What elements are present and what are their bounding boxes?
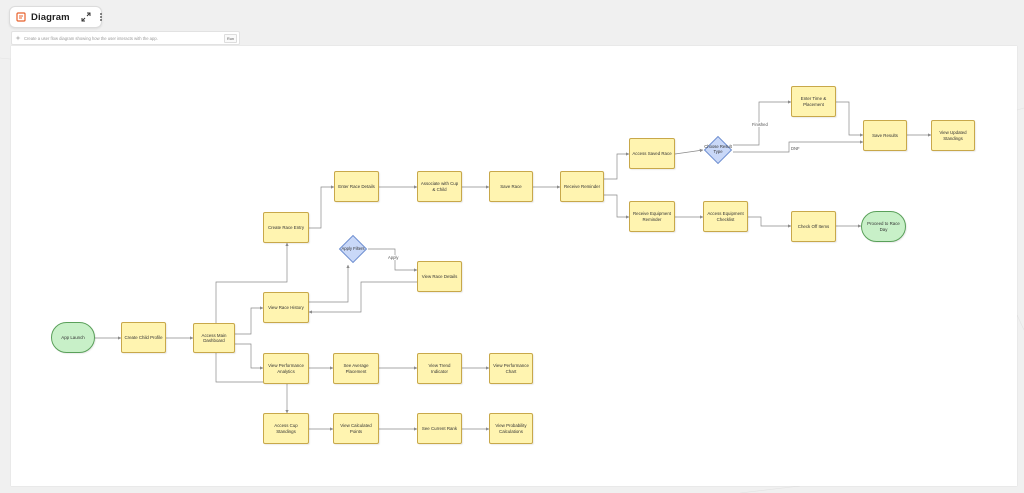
node-save-race[interactable]: Save Race [489,171,533,202]
prompt-input[interactable] [21,33,224,43]
node-see-average-placement[interactable]: See Average Placement [333,353,379,384]
node-app-launch[interactable]: App Launch [51,322,95,353]
node-receive-equipment-reminder[interactable]: Receive Equipment Reminder [629,201,675,232]
sparkle-icon [15,35,21,41]
edge [215,353,289,414]
decision-label: Choose Result Type [704,144,732,154]
diagram-title: Diagram [31,11,70,23]
edge [604,152,630,180]
edge [215,242,289,323]
node-create-race-entry[interactable]: Create Race Entry [263,212,309,243]
edge-label-dnf: DNF [790,146,801,151]
diagram-edges [95,100,932,431]
node-enter-race-details[interactable]: Enter Race Details [334,171,379,202]
edge [235,306,264,335]
expand-icon[interactable] [81,10,91,24]
node-view-race-details[interactable]: View Race Details [417,261,462,292]
edge [309,264,350,303]
diagram-canvas[interactable]: Finished DNF Apply App Launch Proceed to… [11,46,1017,486]
node-access-equipment-checklist[interactable]: Access Equipment Checklist [703,201,748,232]
node-check-off-items[interactable]: Check Off Items [791,211,836,242]
node-receive-reminder[interactable]: Receive Reminder [560,171,604,202]
edge-label-apply: Apply [387,255,400,260]
prompt-bar: Run [11,31,240,45]
node-view-race-history[interactable]: View Race History [263,292,309,323]
node-see-current-rank[interactable]: See Current Rank [417,413,462,444]
node-view-calculated-points[interactable]: View Calculated Points [333,413,379,444]
node-access-main-dashboard[interactable]: Access Main Dashboard [193,323,235,353]
node-save-results[interactable]: Save Results [863,120,907,151]
edge [674,148,704,155]
node-enter-time-placement[interactable]: Enter Time & Placement [791,86,836,117]
edge [748,216,792,228]
run-button[interactable]: Run [224,34,237,43]
diagram-toolbar: Diagram [9,6,102,28]
node-create-child-profile[interactable]: Create Child Profile [121,322,166,353]
edge [604,194,630,219]
edge-label-finished: Finished [751,122,769,127]
edge [235,343,264,370]
edge [308,281,417,314]
node-view-probability-calculations[interactable]: View Probability Calculations [489,413,533,444]
node-view-updated-standings[interactable]: View Updated Standings [931,120,975,151]
node-access-cup-standings[interactable]: Access Cup Standings [263,413,309,444]
node-proceed-to-race-day[interactable]: Proceed to Race Day [861,211,906,242]
node-view-trend-indicator[interactable]: View Trend Indicator [417,353,462,384]
more-vertical-icon[interactable] [96,10,106,24]
diagram-logo-icon [15,11,27,23]
decision-choose-result-type[interactable]: Choose Result Type [703,135,733,165]
node-associate-with-cup-child[interactable]: Associate with Cup & Child [417,171,462,202]
decision-label: Apply Filters [341,245,365,251]
edge [733,140,864,153]
node-view-performance-chart[interactable]: View Performance Chart [489,353,533,384]
node-access-saved-race[interactable]: Access Saved Race [629,138,675,169]
edge [309,185,335,229]
node-view-performance-analytics[interactable]: View Performance Analytics [263,353,309,384]
decision-apply-filters[interactable]: Apply Filters [338,234,368,264]
edge [836,101,864,137]
